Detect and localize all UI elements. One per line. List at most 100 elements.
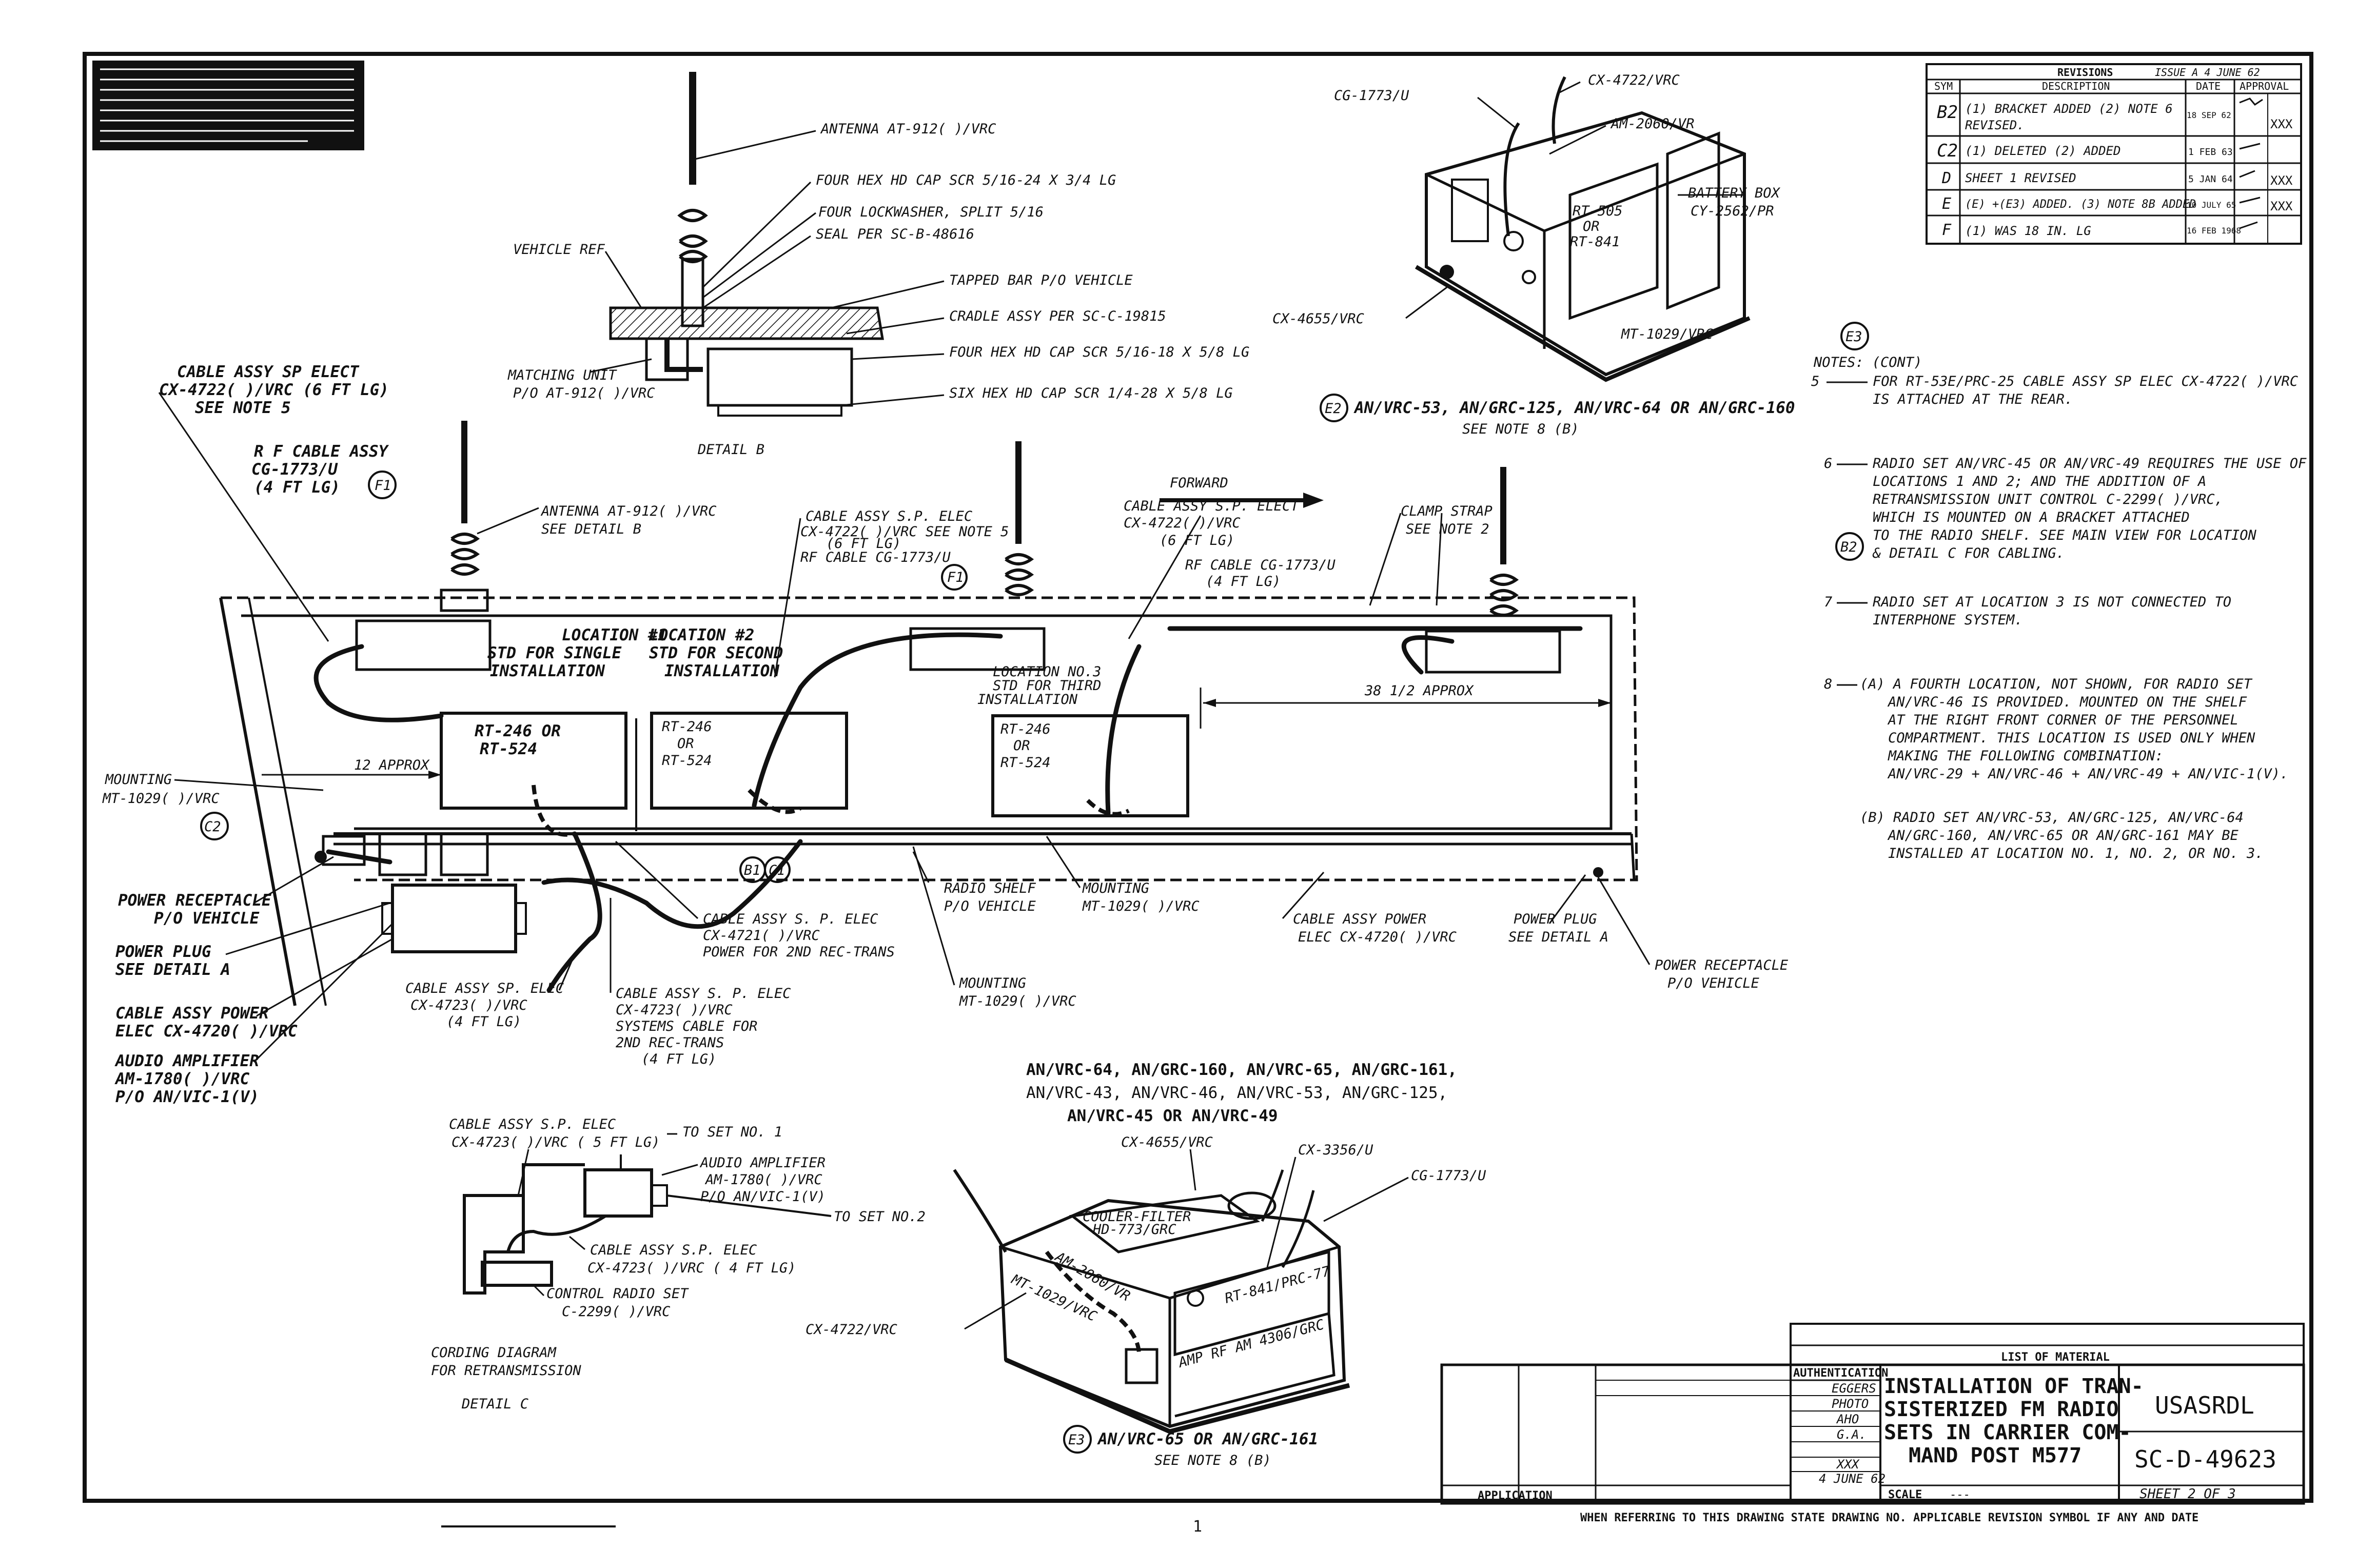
- e2-battery-sub: CY-2562/PR: [1691, 203, 1774, 219]
- main-cable4723-label: CABLE ASSY SP. ELEC: [405, 981, 564, 996]
- detail-b-caption: DETAIL B: [697, 442, 764, 458]
- detail-b-matching-unit-sub: P/O AT-912( )/VRC: [513, 385, 655, 401]
- note-6-line-2: LOCATIONS 1 AND 2; AND THE ADDITION OF A: [1873, 474, 2206, 489]
- main-audio-sub: AM-1780( )/VRC: [114, 1070, 250, 1088]
- rev-row-2-date: 1 FEB 63: [2188, 147, 2233, 158]
- note-8a-line-2: AN/VRC-46 IS PROVIDED. MOUNTED ON THE SH…: [1887, 694, 2247, 710]
- e3-tag-circle: [1063, 1425, 1092, 1454]
- main-cable4721-sub: CX-4721( )/VRC: [703, 928, 820, 944]
- main-mounting1-sub: MT-1029( )/VRC: [102, 791, 220, 807]
- revisions-header: REVISIONS: [2057, 66, 2113, 79]
- note-8a-line-5: MAKING THE FOLLOWING COMBINATION:: [1888, 748, 2163, 764]
- main-power-rec2-sub: P/O VEHICLE: [1667, 975, 1760, 991]
- page-number: 1: [1193, 1518, 1202, 1536]
- detail-c-audio-sub: AM-1780( )/VRC: [704, 1172, 822, 1188]
- e3-heading-line-2: AN/VRC-43, AN/VRC-46, AN/VRC-53, AN/GRC-…: [1026, 1084, 1447, 1102]
- e2-or-label: OR: [1583, 219, 1600, 234]
- main-clamp-label: CLAMP STRAP: [1401, 503, 1493, 519]
- main-loc2-label: LOCATION #2: [649, 626, 754, 644]
- e3-rt841-label: RT-841/PRC-77: [1223, 1263, 1332, 1307]
- drawing-footer: WHEN REFERRING TO THIS DRAWING STATE DRA…: [1580, 1512, 2198, 1524]
- main-cable-pwr2-sub: ELEC CX-4720( )/VRC: [1298, 929, 1457, 945]
- main-cable4723s-label: CABLE ASSY S. P. ELEC: [616, 986, 791, 1002]
- note-6-num: 6: [1824, 456, 1832, 472]
- detail-e2: RT-505 OR RT-841 MT-1029/VRC CG-1773/U C…: [1272, 72, 1795, 437]
- main-f1-tag: F1: [375, 478, 391, 494]
- drawing-date: 4 JUNE 62: [1819, 1472, 1886, 1486]
- notes-e3-tag: E3: [1845, 329, 1862, 345]
- e2-cx4722-label: CX-4722/VRC: [1588, 72, 1680, 88]
- rev-row-1-approval: XXX: [2270, 117, 2293, 131]
- main-cable-sp2-len: (6 FT LG): [826, 536, 901, 552]
- main-loc3-sub: STD FOR THIRD: [993, 678, 1101, 694]
- detail-b-hex-cap2-label: FOUR HEX HD CAP SCR 5/16-18 X 5/8 LG: [949, 344, 1249, 360]
- note-7-line-2: INTERPHONE SYSTEM.: [1873, 612, 2023, 628]
- main-clamp-sub: SEE NOTE 2: [1406, 521, 1489, 537]
- rev-col-desc: DESCRIPTION: [2042, 80, 2110, 92]
- e2-rt505-label: RT-505: [1573, 203, 1623, 219]
- main-rt1-sub: RT-524: [480, 740, 537, 758]
- main-cable-sp3-sub: CX-4722( )/VRC: [1124, 515, 1241, 531]
- note-6-line-5: TO THE RADIO SHELF. SEE MAIN VIEW FOR LO…: [1873, 527, 2256, 543]
- authentication-label: AUTHENTICATION: [1793, 1367, 1888, 1380]
- notes-title: NOTES: (CONT): [1813, 355, 1922, 370]
- main-cable4723-len: (4 FT LG): [446, 1014, 521, 1030]
- rev-row-2-desc: (1) DELETED (2) ADDED: [1965, 144, 2120, 158]
- title-line-3: SETS IN CARRIER COM-: [1884, 1421, 2131, 1444]
- rev-row-4-approval: XXX: [2270, 199, 2293, 213]
- detail-b-six-hex-label: SIX HEX HD CAP SCR 1/4-28 X 5/8 LG: [949, 385, 1233, 401]
- main-rt1-label: RT-246 OR: [475, 722, 561, 740]
- main-power-plug2-label: POWER PLUG: [1514, 911, 1597, 927]
- main-loc1-label: LOCATION #1: [562, 626, 667, 644]
- rev-col-sym: SYM: [1934, 80, 1953, 92]
- detail-b-cradle-label: CRADLE ASSY PER SC-C-19815: [949, 308, 1166, 324]
- e2-mt1029-label: MT-1029/VRC: [1621, 326, 1713, 342]
- application-label: APPLICATION: [1478, 1489, 1553, 1502]
- main-rf3-label: RF CABLE CG-1773/U: [1185, 557, 1336, 573]
- main-dim12-label: 12 APPROX: [354, 757, 430, 773]
- note-8b-line-2: AN/GRC-160, AN/VRC-65 OR AN/GRC-161 MAY …: [1887, 828, 2238, 844]
- title-line-2: SISTERIZED FM RADIO: [1884, 1398, 2119, 1421]
- detail-e3: AN/VRC-64, AN/GRC-160, AN/VRC-65, AN/GRC…: [806, 1061, 1486, 1468]
- main-audio-label: AUDIO AMPLIFIER: [114, 1052, 259, 1070]
- detail-c: CABLE ASSY S.P. ELEC CX-4723( )/VRC ( 5 …: [431, 1116, 926, 1412]
- main-cable-pwr-sub: ELEC CX-4720( )/VRC: [115, 1022, 298, 1041]
- notes-section: E3 NOTES: (CONT) 5 FOR RT-53E/PRC-25 CAB…: [1811, 322, 2307, 861]
- title-block: LIST OF MATERIAL AUTHENTICATION EGGERS P…: [1440, 1323, 2305, 1524]
- main-cable-pwr-label: CABLE ASSY POWER: [115, 1004, 269, 1023]
- note-5-line-2: IS ATTACHED AT THE REAR.: [1873, 391, 2073, 407]
- main-antenna1-sub: SEE DETAIL B: [541, 521, 641, 537]
- e3-tag: E3: [1068, 1432, 1085, 1448]
- detail-c-caption-2: FOR RETRANSMISSION: [431, 1363, 581, 1379]
- note-8a-line-1: (A) A FOURTH LOCATION, NOT SHOWN, FOR RA…: [1860, 676, 2253, 692]
- main-cable-sp1-sub: CX-4722( )/VRC (6 FT LG): [159, 381, 389, 399]
- e3-heading-line-1: AN/VRC-64, AN/GRC-160, AN/VRC-65, AN/GRC…: [1026, 1061, 1457, 1079]
- main-mounting2-sub: MT-1029( )/VRC: [1082, 898, 1200, 914]
- main-loc3-sub2: INSTALLATION: [977, 692, 1078, 708]
- note-8b-line-1: (B) RADIO SET AN/VRC-53, AN/GRC-125, AN/…: [1860, 810, 2244, 826]
- main-loc2-sub: STD FOR SECOND: [649, 644, 783, 662]
- note-7-line-1: RADIO SET AT LOCATION 3 IS NOT CONNECTED…: [1873, 594, 2231, 610]
- main-cable4723s-len: (4 FT LG): [641, 1051, 716, 1067]
- detail-c-caption-1: CORDING DIAGRAM: [431, 1345, 557, 1361]
- detail-b-lockwasher-label: FOUR LOCKWASHER, SPLIT 5/16: [818, 204, 1044, 220]
- main-c2-tag: C2: [204, 819, 221, 835]
- detail-c-control-label: CONTROL RADIO SET: [546, 1286, 689, 1302]
- title-line-1: INSTALLATION OF TRAN-: [1884, 1375, 2144, 1398]
- detail-b-vehicle-ref-label: VEHICLE REF: [513, 242, 605, 258]
- main-mounting2-label: MOUNTING: [1082, 880, 1149, 896]
- engineer: G.A.: [1837, 1427, 1867, 1442]
- list-of-material: LIST OF MATERIAL: [2001, 1351, 2110, 1364]
- drawing-border: [83, 52, 2313, 1503]
- e3-cg1773-label: CG-1773/U: [1411, 1168, 1486, 1184]
- main-cable-sp3-label: CABLE ASSY S.P. ELECT: [1124, 498, 1300, 514]
- approved-by: XXX: [1836, 1457, 1860, 1472]
- e3-amp-label: AMP RF AM 4306/GRC: [1176, 1317, 1326, 1371]
- main-loc2-sub2: INSTALLATION: [664, 662, 779, 680]
- revisions-issue: ISSUE A 4 JUNE 62: [2155, 66, 2260, 79]
- note-8b-line-3: INSTALLED AT LOCATION NO. 1, NO. 2, OR N…: [1888, 846, 2264, 861]
- detail-c-audio-sub2: P/O AN/VIC-1(V): [700, 1189, 826, 1205]
- rev-row-3-approval: XXX: [2270, 173, 2293, 188]
- rev-row-5-sym: F: [1942, 221, 1952, 239]
